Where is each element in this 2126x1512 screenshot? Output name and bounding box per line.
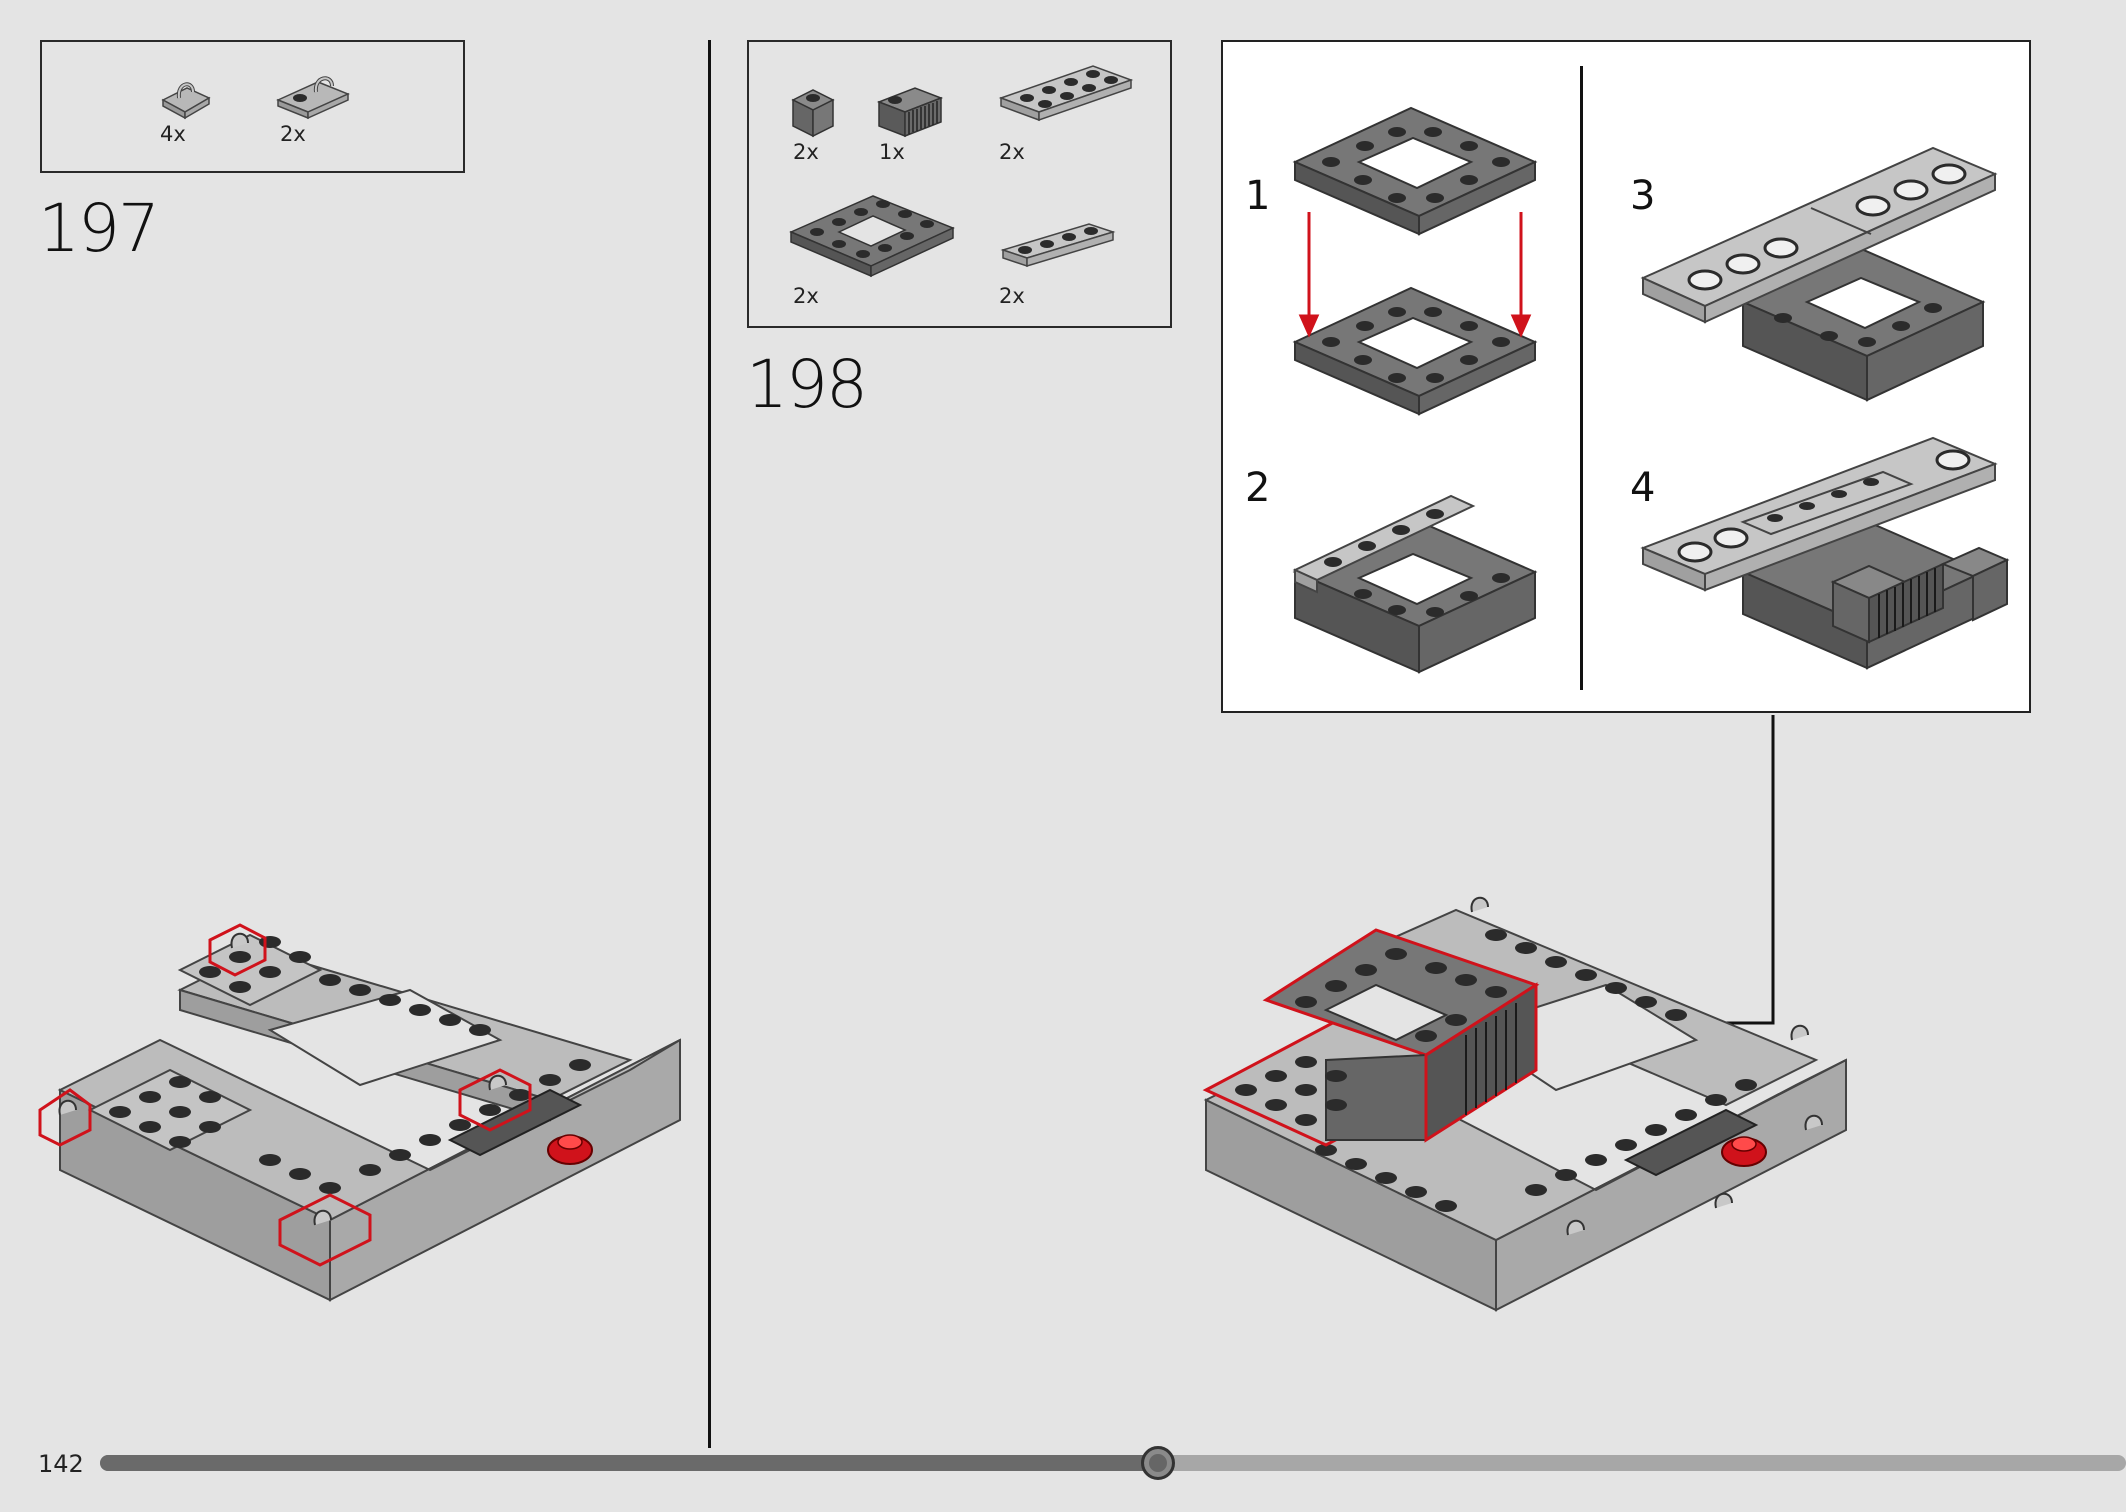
grille-brick-dark-icon — [876, 87, 944, 138]
substep-2-illustration — [1292, 494, 1538, 674]
substep-3-illustration — [1640, 146, 1998, 402]
progress-bar-fill — [100, 1455, 1158, 1471]
substep-number: 1 — [1245, 173, 1271, 219]
frame-plate-4x4-dark-icon — [789, 195, 955, 278]
part-qty: 4x — [160, 122, 186, 146]
substep-1-illustration — [1292, 106, 1538, 416]
brick-1x1-dark-icon — [791, 89, 835, 138]
model-assembly-198 — [1202, 896, 1847, 1312]
substep-number: 2 — [1245, 465, 1271, 511]
step-divider — [708, 40, 711, 1448]
frame-plate-bottom — [1292, 286, 1538, 416]
model-assembly-197 — [38, 923, 681, 1302]
attach-arrow-icon — [1298, 212, 1532, 338]
parts-list-box-198: 2x 1x 2x 2x — [747, 40, 1172, 328]
callout-divider — [1580, 66, 1583, 690]
progress-bar — [100, 1455, 2126, 1471]
frame-plate-top — [1292, 106, 1538, 236]
part-qty: 2x — [999, 284, 1025, 308]
clip-plate-1x2-icon — [276, 76, 350, 120]
page-number: 142 — [38, 1450, 84, 1478]
clip-plate-icon — [161, 82, 211, 120]
part-qty: 2x — [793, 140, 819, 164]
part-qty: 2x — [793, 284, 819, 308]
substep-4-illustration — [1640, 436, 2010, 670]
part-qty: 2x — [999, 140, 1025, 164]
part-qty: 1x — [879, 140, 905, 164]
plate-2x4-light-icon — [998, 65, 1134, 122]
sub-assembly-callout: 1 2 3 4 — [1221, 40, 2031, 713]
part-qty: 2x — [280, 122, 306, 146]
parts-list-box-197: 4x 2x — [40, 40, 465, 173]
step-number: 198 — [746, 346, 868, 423]
progress-indicator-knob — [1141, 1446, 1175, 1480]
substep-number: 4 — [1630, 465, 1656, 511]
step-number: 197 — [38, 190, 160, 267]
substep-number: 3 — [1630, 173, 1656, 219]
plate-1x4-light-icon — [1000, 223, 1116, 268]
